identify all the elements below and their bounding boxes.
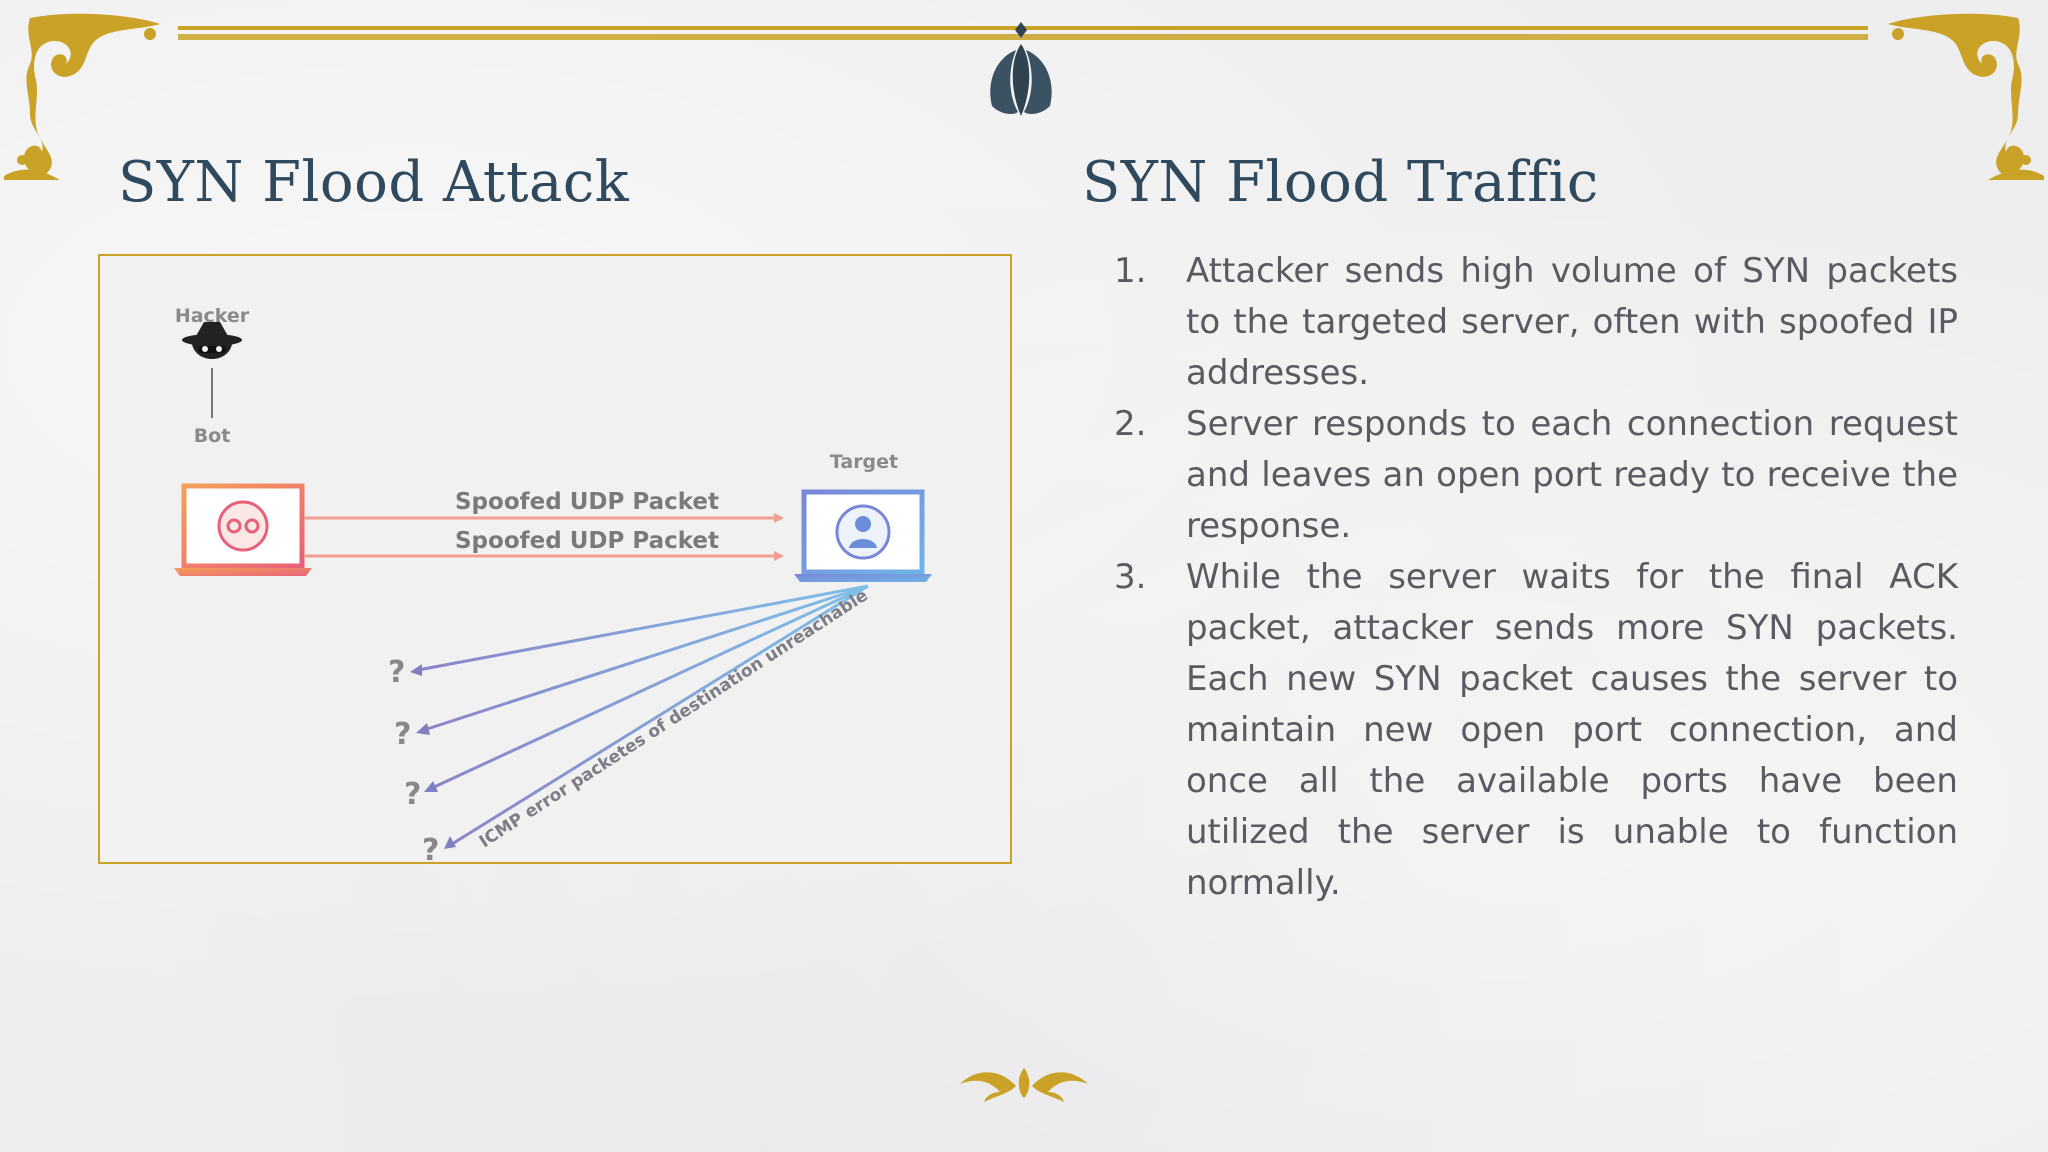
step-text: Server responds to each connection reque… — [1186, 404, 1958, 546]
lotus-emblem-icon — [990, 22, 1052, 116]
step-number: 3. — [1114, 557, 1147, 597]
corner-ornament-right-icon — [1888, 13, 2044, 180]
step-number: 1. — [1114, 251, 1147, 291]
left-slide-title: SYN Flood Attack — [118, 150, 630, 215]
bot-laptop-icon — [174, 483, 312, 576]
icmp-label: ICMP error packetes of destination unrea… — [476, 585, 872, 852]
syn-flood-steps-list: 1. Attacker sends high volume of SYN pac… — [1110, 246, 1958, 909]
packet-arrowhead-1 — [774, 513, 784, 523]
step-item: 2. Server responds to each connection re… — [1110, 399, 1958, 552]
icmp-ray-2 — [423, 584, 869, 732]
target-laptop-icon — [794, 489, 932, 582]
icmp-arrowheads — [410, 664, 456, 849]
step-item: 1. Attacker sends high volume of SYN pac… — [1110, 246, 1958, 399]
icmp-rays — [417, 584, 869, 846]
step-number: 2. — [1114, 404, 1147, 444]
unknown-mark-3: ? — [404, 777, 421, 812]
packet-label-2: Spoofed UDP Packet — [455, 528, 719, 554]
icmp-ray-1 — [417, 584, 869, 672]
step-text: Attacker sends high volume of SYN packet… — [1186, 251, 1958, 393]
packet-label-1: Spoofed UDP Packet — [455, 489, 719, 515]
packet-arrowhead-2 — [774, 551, 784, 561]
unknown-mark-1: ? — [388, 655, 405, 690]
corner-ornament-left-icon — [4, 13, 160, 180]
step-text: While the server waits for the final ACK… — [1186, 557, 1958, 903]
bot-label: Bot — [194, 425, 231, 447]
icmp-ray-3 — [431, 584, 869, 790]
right-slide-title: SYN Flood Traffic — [1082, 150, 1599, 215]
unknown-mark-2: ? — [394, 717, 411, 752]
hacker-label: Hacker — [175, 305, 250, 327]
bottom-flourish-icon — [960, 1068, 1088, 1102]
hacker-icon — [182, 322, 242, 359]
unknown-mark-4: ? — [422, 833, 439, 862]
target-label: Target — [830, 451, 898, 473]
icmp-ray-4 — [451, 584, 869, 846]
syn-flood-diagram: Hacker Bot Spoofed UDP Packet Spoofed UD… — [98, 254, 1012, 864]
step-item: 3. While the server waits for the final … — [1110, 552, 1958, 909]
diagram-canvas: Hacker Bot Spoofed UDP Packet Spoofed UD… — [174, 305, 932, 862]
